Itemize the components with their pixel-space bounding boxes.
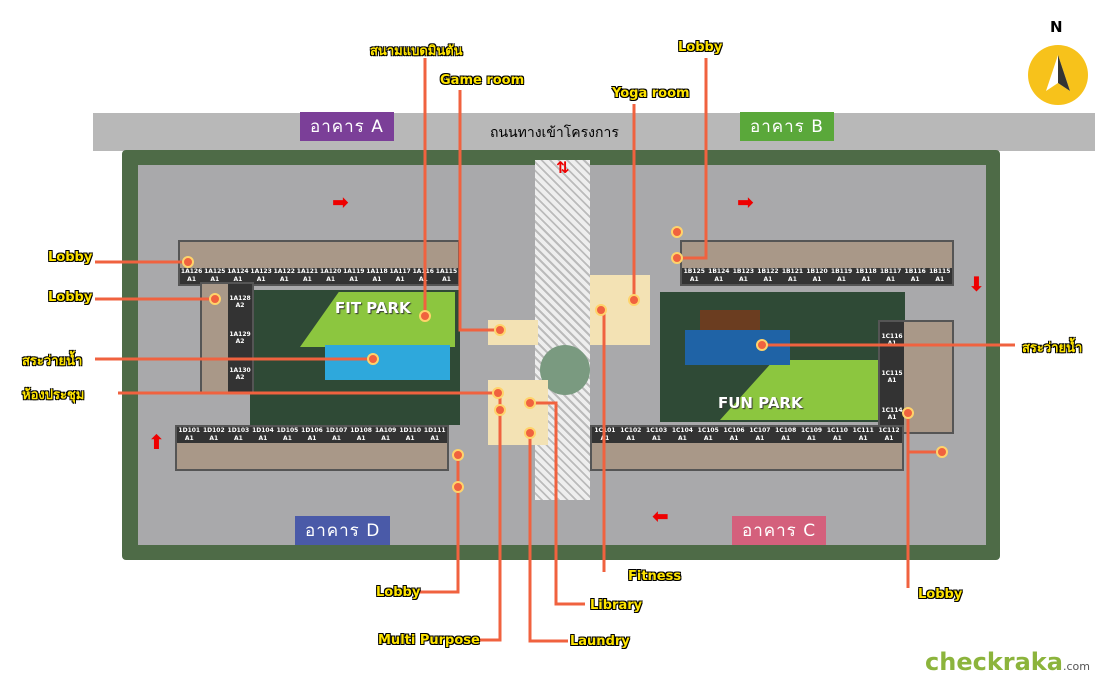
callout-dots [182,226,948,493]
traffic-arrow-right-icon: ➡ [332,190,349,214]
callout-pool-a: สระว่ายน้ำ [22,354,83,369]
callout-game-room: Game room [440,73,525,88]
traffic-arrow-up-icon: ⬆ [148,430,165,454]
callout-lobby-c: Lobby [918,587,963,602]
callout-laundry: Laundry [570,634,630,649]
callout-multi-purpose: Multi Purpose [378,633,480,648]
central-fountain [540,345,590,395]
callout-yoga-room: Yoga room [612,86,690,101]
building-a-tag: อาคาร A [300,112,394,141]
callout-meeting-room: ห้องประชุม [22,388,85,403]
road-label: ถนนทางเข้าโครงการ [490,125,619,141]
building-c-tag: อาคาร C [732,516,827,545]
pool-b [685,330,790,365]
traffic-arrow-down-icon: ⬇ [968,272,985,296]
callout-badminton: สนามแบดมินตัน [370,44,463,59]
compass-north-label: N [1050,18,1063,36]
callout-lobby-a2: Lobby [48,290,93,305]
building-d-tag: อาคาร D [295,516,391,545]
fit-park-label: FIT PARK [335,299,411,317]
entrance-road [93,113,1095,151]
callout-fitness: Fitness [628,569,682,584]
entrance-two-way-arrow-icon: ⇅ [556,158,570,177]
callout-lobby-a1: Lobby [48,250,93,265]
pool-a [325,345,450,380]
compass-icon [1028,45,1088,105]
logo-text: checkraka [925,648,1063,676]
callout-lobby-d: Lobby [376,585,421,600]
callout-library: Library [590,598,643,613]
traffic-arrow-right-icon: ➡ [737,190,754,214]
traffic-arrow-left-icon: ⬅ [652,504,669,528]
fun-park-label: FUN PARK [718,394,803,412]
pool-deck [700,310,760,330]
callout-lobby-b: Lobby [678,40,723,55]
building-b-tag: อาคาร B [740,112,834,141]
checkraka-logo: checkraka.com [925,648,1090,676]
logo-suffix: .com [1062,660,1090,673]
callout-pool-b: สระว่ายน้ำ [1022,341,1083,356]
